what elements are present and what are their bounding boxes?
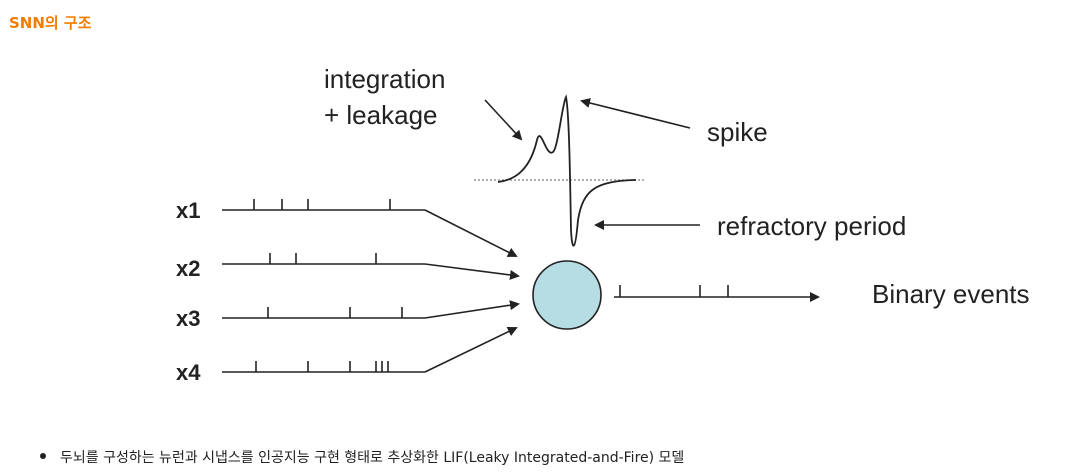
- neuron-circle: [532, 260, 602, 330]
- input-spike-train-x2: [222, 253, 425, 265]
- list-item-text: 두뇌를 구성하는 뉴런과 시냅스를 인공지능 구현 형태로 추상화한 LIF(L…: [60, 450, 685, 466]
- output-label: Binary events: [872, 279, 1030, 309]
- label-refractory-period: refractory period: [717, 211, 906, 241]
- membrane-potential-waveform: [497, 94, 637, 247]
- label-spike: spike: [707, 117, 768, 147]
- snn-diagram: x1 x2 x3 x4: [176, 64, 1030, 385]
- arrow-spike: [580, 98, 691, 129]
- synapse-arrow-x3: [424, 300, 520, 319]
- input-spike-train-x3: [222, 307, 425, 319]
- output-spike-train: [614, 285, 820, 302]
- section-heading: SNN의 구조: [9, 14, 92, 32]
- input-label-x2: x2: [176, 256, 200, 281]
- input-spike-train-x4: [222, 361, 425, 373]
- input-label-x1: x1: [176, 198, 200, 223]
- synapse-arrow-x2: [424, 263, 520, 280]
- synapse-arrow-x1: [424, 209, 518, 257]
- synapse-arrows: [424, 209, 520, 373]
- list-item: 두뇌를 구성하는 뉴런과 시냅스를 인공지능 구현 형태로 추상화한 LIF(L…: [40, 447, 684, 467]
- input-label-x3: x3: [176, 306, 200, 331]
- bullet-list: 두뇌를 구성하는 뉴런과 시냅스를 인공지능 구현 형태로 추상화한 LIF(L…: [40, 447, 684, 467]
- label-integration: integration: [324, 64, 445, 94]
- synapse-arrow-x4: [424, 326, 518, 373]
- label-leakage: + leakage: [324, 100, 437, 130]
- arrow-integration: [484, 99, 523, 141]
- input-label-x4: x4: [176, 360, 201, 385]
- bullet-icon: [40, 453, 46, 459]
- input-spike-train-x1: [222, 199, 425, 211]
